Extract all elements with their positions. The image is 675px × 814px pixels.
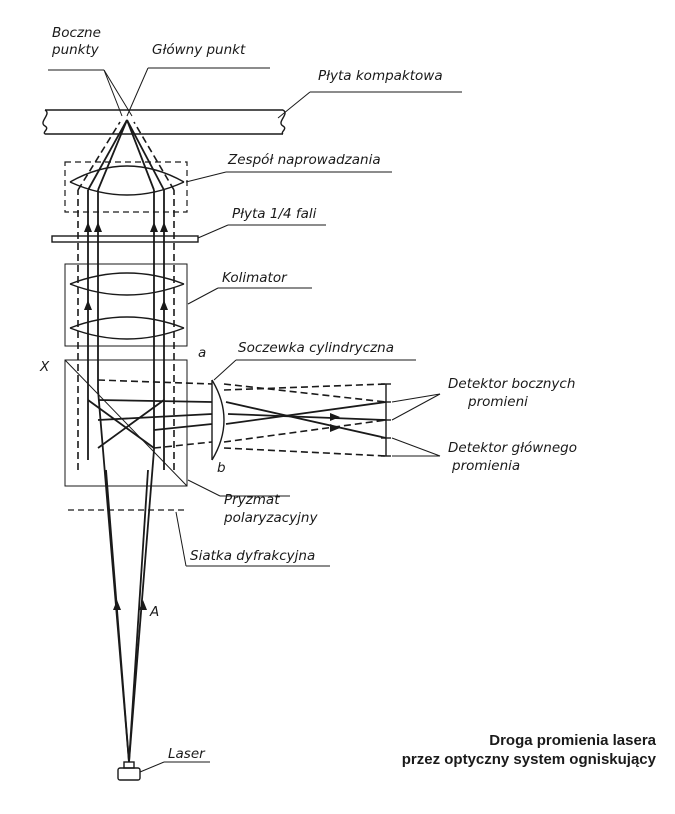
label-plyta-fali: Płyta 1/4 fali xyxy=(232,206,317,222)
label-siatka-dyfrakcyjna: Siatka dyfrakcyjna xyxy=(190,548,315,564)
label-detektor-glownego-line2: promienia xyxy=(451,458,520,474)
label-detektor-glownego-line1: Detektor głównego xyxy=(448,440,577,456)
label-kolimator: Kolimator xyxy=(222,270,288,286)
label-a: a xyxy=(198,345,206,361)
focus-assembly xyxy=(64,161,188,213)
caption-line2: przez optyczny system ogniskujący xyxy=(402,751,657,768)
label-b: b xyxy=(217,460,226,476)
polarizing-prism xyxy=(64,359,188,487)
label-boczne-line2: punkty xyxy=(51,42,100,58)
compact-disc-plate xyxy=(42,109,286,135)
label-plyta-kompaktowa: Płyta kompaktowa xyxy=(318,68,443,84)
label-detektor-bocznych-line2: promieni xyxy=(467,394,528,410)
cylindrical-lens xyxy=(211,379,225,461)
label-soczewka: Soczewka cylindryczna xyxy=(238,340,394,356)
label-pryzmat-line2: polaryzacyjny xyxy=(223,510,318,526)
label-glowny-punkt: Główny punkt xyxy=(152,42,246,58)
label-beam-a: A xyxy=(149,604,159,620)
quarter-wave-plate xyxy=(51,235,199,243)
light-rays xyxy=(77,119,387,763)
collimator xyxy=(64,263,188,347)
laser-source xyxy=(117,761,141,781)
label-detektor-bocznych-line1: Detektor bocznych xyxy=(448,376,575,392)
figure-caption: Droga promienia lasera przez optyczny sy… xyxy=(402,732,657,768)
caption-line1: Droga promienia lasera xyxy=(489,732,656,749)
label-zespol-naprowadzania: Zespół naprowadzania xyxy=(227,152,381,168)
label-laser: Laser xyxy=(168,746,206,762)
label-x: X xyxy=(39,359,50,375)
label-pryzmat-line1: Pryzmat xyxy=(224,492,280,508)
leader-lines xyxy=(48,67,462,773)
label-boczne-line1: Boczne xyxy=(52,25,101,41)
labels: Boczne punkty Główny punkt Płyta kompakt… xyxy=(39,25,577,762)
